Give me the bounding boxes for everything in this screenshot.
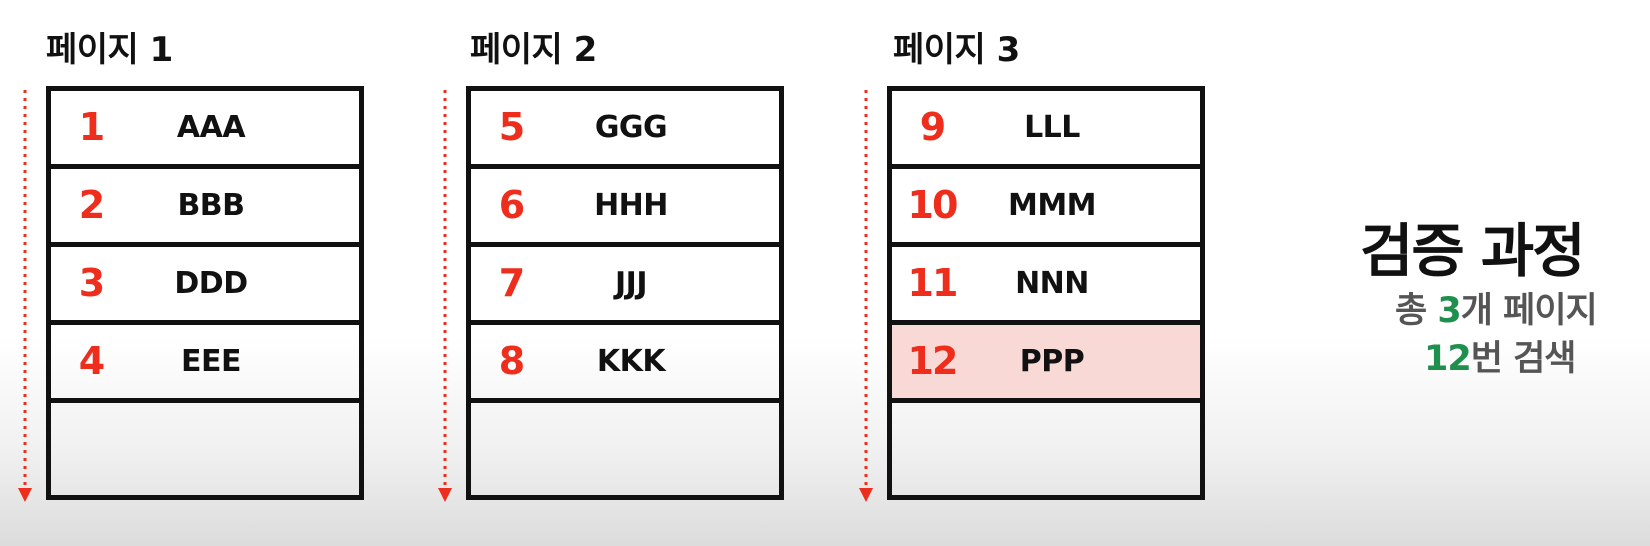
search-count-value: 12 <box>1424 339 1472 379</box>
page-table: 5 GGG 6 HHH 7 JJJ 8 KKK <box>466 86 784 500</box>
row-value: KKK <box>596 344 666 379</box>
row-value: PPP <box>1019 344 1085 379</box>
table-row: 2 BBB <box>51 169 359 247</box>
table-row: 7 JJJ <box>471 247 779 325</box>
page-title: 페이지 3 <box>893 30 1020 70</box>
table-row-highlighted: 12 PPP <box>892 325 1200 403</box>
summary-prefix: 총 <box>1395 291 1438 331</box>
row-value: NNN <box>1015 266 1089 301</box>
row-value: AAA <box>176 110 246 145</box>
row-number: 9 <box>919 105 946 149</box>
row-value <box>151 403 271 476</box>
row-value <box>571 403 691 476</box>
row-number: 12 <box>907 339 959 383</box>
row-number: 6 <box>498 183 525 227</box>
table-row: 8 KKK <box>471 325 779 403</box>
row-number: 2 <box>78 183 105 227</box>
table-row: 10 MMM <box>892 169 1200 247</box>
scan-direction-arrow-icon <box>859 90 873 502</box>
row-number: 7 <box>498 261 525 305</box>
table-row: 5 GGG <box>471 91 779 169</box>
row-value <box>992 403 1112 476</box>
summary-search-count: 12번 검색 <box>1424 330 1577 381</box>
row-value: GGG <box>594 110 668 145</box>
row-number: 11 <box>907 261 959 305</box>
page-table: 1 AAA 2 BBB 3 DDD 4 EEE <box>46 86 364 500</box>
row-value: JJJ <box>615 266 648 301</box>
table-row: 3 DDD <box>51 247 359 325</box>
table-row: 6 HHH <box>471 169 779 247</box>
row-value: LLL <box>1024 110 1080 145</box>
page-title: 페이지 2 <box>470 30 597 70</box>
page-count-value: 3 <box>1437 291 1461 331</box>
row-number <box>481 403 541 476</box>
scan-direction-arrow-icon <box>438 90 452 502</box>
search-count-suffix: 번 검색 <box>1470 339 1577 379</box>
row-value: BBB <box>177 188 245 223</box>
row-number: 10 <box>907 183 959 227</box>
row-value: DDD <box>174 266 248 301</box>
table-row: 1 AAA <box>51 91 359 169</box>
page-title: 페이지 1 <box>46 30 173 70</box>
table-row-empty <box>892 403 1200 481</box>
table-row-empty <box>51 403 359 481</box>
row-value: EEE <box>181 344 241 379</box>
row-number: 3 <box>78 261 105 305</box>
row-number: 5 <box>498 105 525 149</box>
table-row-empty <box>471 403 779 481</box>
page-table: 9 LLL 10 MMM 11 NNN 12 PPP <box>887 86 1205 500</box>
table-row: 9 LLL <box>892 91 1200 169</box>
row-value: HHH <box>594 188 668 223</box>
scan-direction-arrow-icon <box>18 90 32 502</box>
row-value: MMM <box>1007 188 1097 223</box>
table-row: 11 NNN <box>892 247 1200 325</box>
summary-title: 검증 과정 <box>1360 217 1586 285</box>
row-number <box>902 403 962 476</box>
row-number: 4 <box>78 339 105 383</box>
table-row: 4 EEE <box>51 325 359 403</box>
summary-page-count: 총 3개 페이지 <box>1395 282 1598 333</box>
row-number <box>61 403 121 476</box>
row-number: 1 <box>78 105 105 149</box>
page-count-suffix: 개 페이지 <box>1460 291 1598 331</box>
row-number: 8 <box>498 339 525 383</box>
